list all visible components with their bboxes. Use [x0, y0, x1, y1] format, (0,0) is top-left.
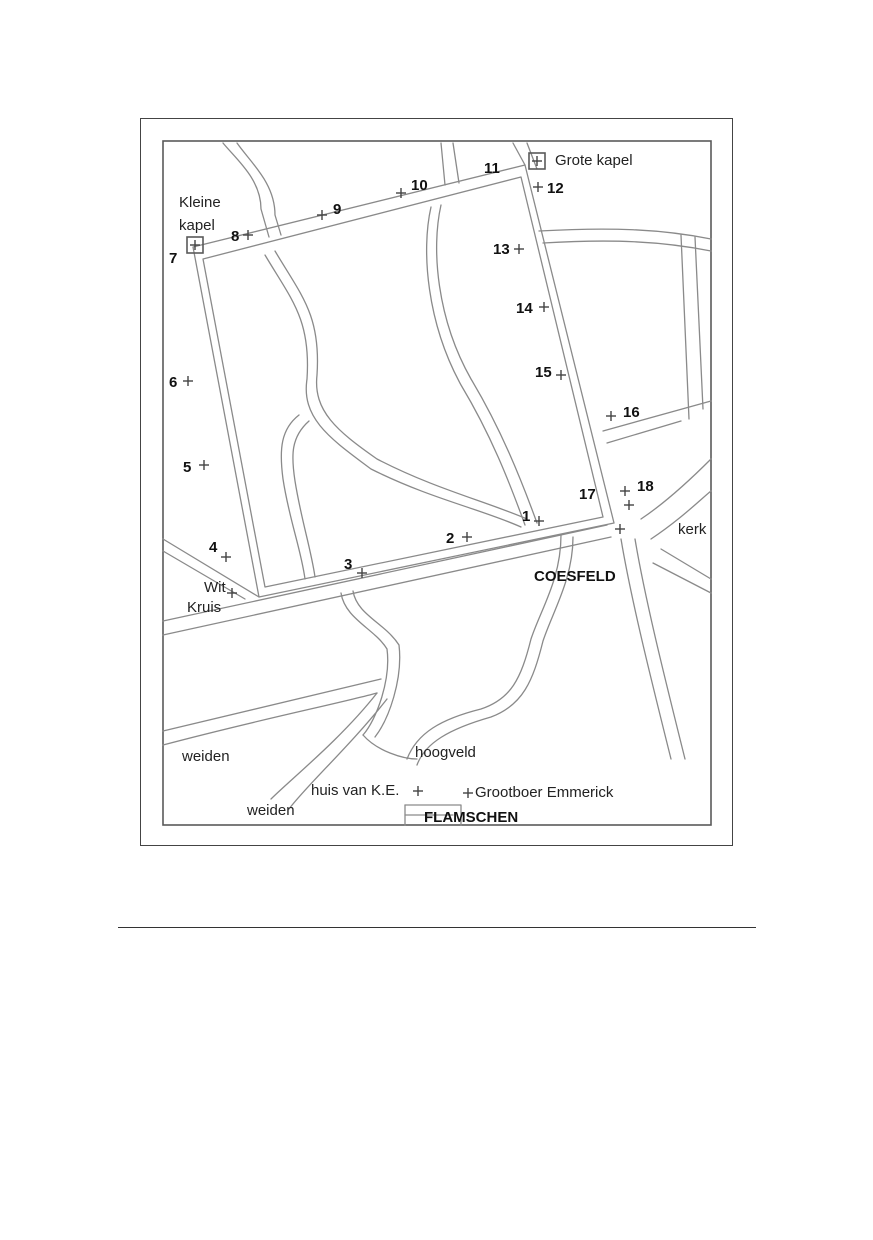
- station-number: 1: [522, 508, 531, 525]
- station-crosses: [183, 156, 634, 798]
- station-number: 2: [446, 530, 455, 547]
- label-weiden-1: weiden: [182, 748, 230, 765]
- station-number: 7: [169, 250, 178, 267]
- cross-18-icon: [624, 500, 634, 510]
- cross-6-icon: [183, 376, 193, 386]
- station-number: 4: [209, 539, 218, 556]
- cross-wit-kruis-icon: [227, 588, 237, 598]
- cross-17-icon: [620, 486, 630, 496]
- station-number: 8: [231, 228, 240, 245]
- station-number: 12: [547, 180, 564, 197]
- cross-9-icon: [317, 210, 327, 220]
- station-number: 14: [516, 300, 533, 317]
- station-number: 18: [637, 478, 654, 495]
- cross-huis-ke-icon: [413, 786, 423, 796]
- label-kleine-kapel-line1: Kleine: [179, 194, 221, 211]
- station-number: 5: [183, 459, 192, 476]
- label-kleine-kapel-line2: kapel: [179, 217, 215, 234]
- station-number: 13: [493, 241, 510, 258]
- label-wit-kruis-line1: Wit: [204, 579, 226, 596]
- label-coesfeld: COESFELD: [534, 568, 616, 585]
- label-grootboer-emmerick: Grootboer Emmerick: [475, 784, 614, 801]
- station-number: 10: [411, 177, 428, 194]
- map: 1 2 3 4 5 6 7 8 9 10 11 12 13 14 15 16 1…: [140, 118, 733, 846]
- cross-13-icon: [514, 244, 524, 254]
- cross-8-icon: [243, 230, 253, 240]
- label-flamschen: FLAMSCHEN: [424, 809, 519, 826]
- cross-grote-kapel-icon: [532, 156, 542, 166]
- cross-coesfeld-icon: [615, 524, 625, 534]
- cross-2-icon: [462, 532, 472, 542]
- station-number: 16: [623, 404, 640, 421]
- station-number: 11: [484, 160, 500, 177]
- cross-1-icon: [534, 516, 544, 526]
- label-wit-kruis-line2: Kruis: [187, 599, 222, 616]
- cross-14-icon: [539, 302, 549, 312]
- station-number: 9: [333, 201, 342, 218]
- cross-10-icon: [396, 188, 406, 198]
- station-number: 3: [344, 556, 353, 573]
- cross-15-icon: [556, 370, 566, 380]
- label-hoogveld: hoogveld: [415, 744, 476, 761]
- map-roads: [162, 140, 712, 826]
- station-number: 6: [169, 374, 178, 391]
- cross-12-icon: [533, 182, 543, 192]
- cross-7-icon: [190, 240, 200, 250]
- cross-4-icon: [221, 552, 231, 562]
- station-number: 17: [579, 486, 596, 503]
- cross-3-icon: [357, 568, 367, 578]
- label-weiden-2: weiden: [247, 802, 295, 819]
- cross-16-icon: [606, 411, 616, 421]
- label-kerk: kerk: [678, 521, 707, 538]
- divider: [118, 927, 756, 928]
- cross-grootboer-icon: [463, 788, 473, 798]
- label-huis-ke: huis van K.E.: [311, 782, 400, 799]
- cross-5-icon: [199, 460, 209, 470]
- label-grote-kapel: Grote kapel: [555, 152, 633, 169]
- station-number: 15: [535, 364, 552, 381]
